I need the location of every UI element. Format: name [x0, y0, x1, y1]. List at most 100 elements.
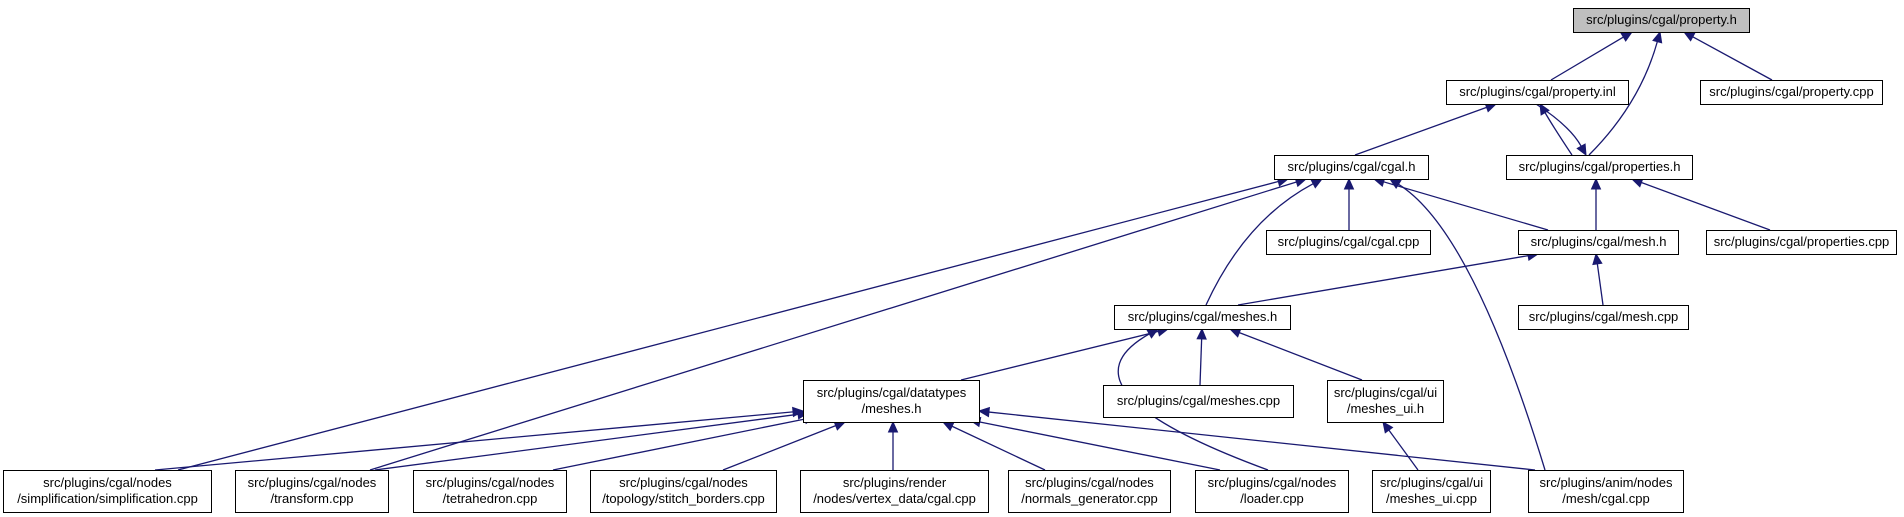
- edge-line: [1398, 183, 1546, 471]
- edge-mesh-h-to-properties-h: [1590, 177, 1602, 230]
- node-label: src/plugins/cgal/nodes: [43, 475, 172, 490]
- node-datatypes-meshes-h[interactable]: src/plugins/cgal/datatypes/meshes.h: [803, 380, 980, 423]
- node-label: /topology/stitch_borders.cpp: [602, 491, 765, 506]
- node-box: [1327, 380, 1444, 423]
- node-box: [803, 380, 980, 423]
- node-box: [1573, 8, 1750, 33]
- edge-property-cpp-to-property-h: [1682, 31, 1773, 81]
- node-ui-meshes-ui-h[interactable]: src/plugins/cgal/ui/meshes_ui.h: [1327, 380, 1444, 423]
- edge-anim-mesh-cgal-cpp-to-datatypes-meshes-h: [977, 406, 1536, 471]
- edge-line: [951, 425, 1046, 471]
- node-box: [1008, 470, 1171, 513]
- node-label: src/plugins/cgal/datatypes: [817, 385, 967, 400]
- node-label: src/plugins/render: [843, 475, 947, 490]
- node-stitch-borders-cpp[interactable]: src/plugins/cgal/nodes/topology/stitch_b…: [590, 470, 777, 513]
- node-label: src/plugins/anim/nodes: [1540, 475, 1673, 490]
- edge-datatypes-meshes-h-to-meshes-h: [960, 326, 1170, 381]
- edge-line: [1199, 338, 1203, 386]
- node-box: [3, 470, 212, 513]
- edge-arrowhead: [1592, 252, 1603, 266]
- edge-line: [722, 425, 836, 471]
- node-label: src/plugins/cgal/mesh.cpp: [1529, 309, 1679, 324]
- node-label: src/plugins/cgal/cgal.h: [1288, 159, 1416, 174]
- edge-arrowhead: [1682, 31, 1696, 42]
- node-property-h[interactable]: src/plugins/cgal/property.h: [1573, 8, 1750, 33]
- edge-line: [1535, 103, 1582, 147]
- node-label: src/plugins/cgal/mesh.h: [1531, 234, 1667, 249]
- node-box: [1706, 230, 1897, 255]
- edge-arrowhead: [1146, 328, 1160, 339]
- node-label: /meshes_ui.h: [1347, 401, 1424, 416]
- node-box: [1446, 80, 1629, 105]
- node-meshes-cpp[interactable]: src/plugins/cgal/meshes.cpp: [1103, 385, 1294, 418]
- nodes-layer: src/plugins/cgal/property.h src/plugins/c…: [3, 8, 1897, 513]
- edge-line: [1544, 112, 1573, 156]
- edge-properties-h-to-property-h: [1588, 30, 1663, 156]
- edge-cgal-cpp-to-cgal-h: [1343, 177, 1355, 230]
- edge-loader-cpp-to-datatypes-meshes-h: [968, 416, 1221, 471]
- node-anim-mesh-cgal-cpp[interactable]: src/plugins/anim/nodes/mesh/cgal.cpp: [1528, 470, 1684, 513]
- node-box: [1372, 470, 1491, 513]
- edge-line: [1550, 36, 1624, 81]
- node-properties-cpp[interactable]: src/plugins/cgal/properties.cpp: [1706, 230, 1897, 255]
- node-tetrahedron-cpp[interactable]: src/plugins/cgal/nodes/tetrahedron.cpp: [413, 470, 567, 513]
- node-label: src/plugins/cgal/nodes: [248, 475, 377, 490]
- edge-arrowhead: [1343, 177, 1355, 190]
- edge-line: [1596, 263, 1604, 306]
- edge-meshes-ui-cpp-to-ui-meshes-ui-h: [1382, 421, 1419, 471]
- node-mesh-h[interactable]: src/plugins/cgal/mesh.h: [1518, 230, 1679, 255]
- edge-line: [369, 181, 1297, 471]
- node-box: [1518, 230, 1679, 255]
- edge-ui-meshes-ui-h-to-meshes-h: [1228, 327, 1363, 381]
- node-label: /nodes/vertex_data/cgal.cpp: [813, 491, 976, 506]
- node-render-cgal-cpp[interactable]: src/plugins/render/nodes/vertex_data/cga…: [800, 470, 989, 513]
- node-label: src/plugins/cgal/nodes: [1025, 475, 1154, 490]
- node-label: src/plugins/cgal/meshes.h: [1128, 309, 1278, 324]
- node-cgal-cpp[interactable]: src/plugins/cgal/cgal.cpp: [1266, 230, 1431, 255]
- node-simplification-cpp[interactable]: src/plugins/cgal/nodes/simplification/si…: [3, 470, 212, 513]
- node-transform-cpp[interactable]: src/plugins/cgal/nodes/transform.cpp: [235, 470, 389, 513]
- edge-line: [1383, 181, 1549, 231]
- edge-line: [177, 180, 1279, 471]
- edge-arrowhead: [1382, 421, 1394, 434]
- edge-line: [1239, 331, 1363, 381]
- edge-meshes-h-to-mesh-h: [1237, 250, 1540, 306]
- node-label: src/plugins/cgal/nodes: [619, 475, 748, 490]
- edge-line: [960, 330, 1159, 381]
- node-meshes-ui-cpp[interactable]: src/plugins/cgal/ui/meshes_ui.cpp: [1372, 470, 1491, 513]
- edge-line: [1641, 181, 1771, 231]
- node-normals-generator-cpp[interactable]: src/plugins/cgal/nodes/normals_generator…: [1008, 470, 1171, 513]
- edge-arrowhead: [941, 421, 955, 432]
- node-label: /meshes_ui.cpp: [1386, 491, 1477, 506]
- edge-line: [1692, 36, 1773, 81]
- node-label: /mesh/cgal.cpp: [1562, 491, 1649, 506]
- node-label: src/plugins/cgal/meshes.cpp: [1117, 393, 1280, 408]
- edge-line: [988, 411, 1536, 471]
- edge-tetrahedron-cpp-to-datatypes-meshes-h: [552, 413, 817, 471]
- node-mesh-cpp[interactable]: src/plugins/cgal/mesh.cpp: [1518, 305, 1689, 330]
- edge-render-cgal-cpp-to-datatypes-meshes-h: [887, 420, 899, 470]
- node-property-cpp[interactable]: src/plugins/cgal/property.cpp: [1700, 80, 1883, 105]
- edge-properties-h-to-property-inl: [1539, 102, 1573, 156]
- edge-mesh-cpp-to-mesh-h: [1592, 252, 1604, 306]
- edge-arrowhead: [1576, 143, 1587, 157]
- node-box: [1518, 305, 1689, 330]
- edge-transform-cpp-to-datatypes-meshes-h: [374, 409, 810, 471]
- edge-arrowhead: [1652, 30, 1663, 44]
- node-box: [1274, 155, 1429, 180]
- node-label: src/plugins/cgal/nodes: [1208, 475, 1337, 490]
- node-box: [590, 470, 777, 513]
- node-cgal-h[interactable]: src/plugins/cgal/cgal.h: [1274, 155, 1429, 180]
- edge-arrowhead: [1310, 178, 1324, 189]
- edge-meshes-cpp-to-meshes-h: [1196, 327, 1207, 386]
- node-label: /simplification/simplification.cpp: [17, 491, 198, 506]
- node-box: [1114, 305, 1291, 330]
- node-loader-cpp[interactable]: src/plugins/cgal/nodes/loader.cpp: [1195, 470, 1349, 513]
- node-label: src/plugins/cgal/property.inl: [1459, 84, 1616, 99]
- node-properties-h[interactable]: src/plugins/cgal/properties.h: [1506, 155, 1693, 180]
- node-property-inl[interactable]: src/plugins/cgal/property.inl: [1446, 80, 1629, 105]
- edge-arrowhead: [977, 406, 990, 418]
- node-box: [413, 470, 567, 513]
- node-label: src/plugins/cgal/ui: [1334, 385, 1437, 400]
- node-meshes-h[interactable]: src/plugins/cgal/meshes.h: [1114, 305, 1291, 330]
